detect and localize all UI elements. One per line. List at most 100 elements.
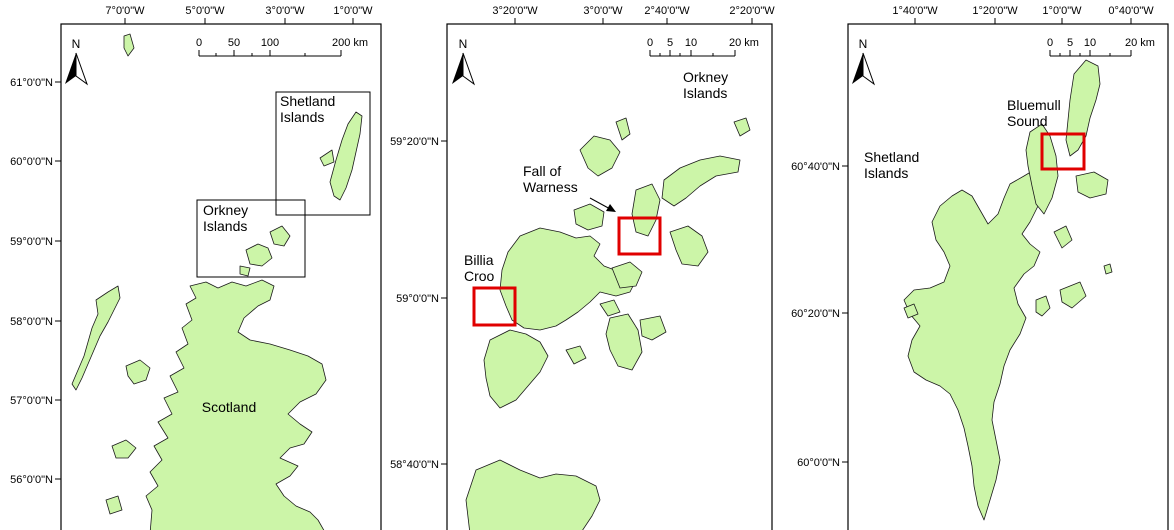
billia-croo-label: Billia [464,252,494,268]
orkney-label: Islands [683,85,727,101]
map-panel-shetland: 1°40'0"W 1°20'0"W 1°0'0"W 0°40'0"W 60°40… [791,5,1169,530]
orkney-mainland [245,243,273,267]
top-tick-label: 3°0'0"W [265,5,305,17]
arrow-icon [589,197,616,212]
north-arrow-icon: N [852,37,876,86]
orkney-label: Orkney [683,69,728,85]
left-tick-label: 60°20'0"N [791,308,840,320]
top-tick-label: 7°0'0"W [105,5,145,17]
top-tick-label: 2°20'0"W [729,5,775,17]
papa-stour [903,303,919,319]
north-arrow-icon: N [65,37,89,86]
top-tick-label: 5°0'0"W [185,5,225,17]
left-tick-label: 58°0'0"N [10,316,53,328]
scale-label: 0 [1047,37,1053,49]
scale-label: 0 [196,37,202,49]
land-layer [71,33,363,530]
top-tick-label: 2°40'0"W [644,5,690,17]
billia-croo-site-box [472,286,517,327]
westray [579,135,621,177]
east-islet [1059,281,1087,309]
north-arrow-icon: N [452,37,476,86]
hoy [483,329,549,409]
shetland-label: Shetland [280,93,335,109]
top-tick-label: 3°20'0"W [492,5,538,17]
stronsay [669,225,709,267]
north-ronaldsay [733,117,751,137]
orkney-label: Islands [203,218,247,234]
bluemull-sound-site-box [1040,132,1086,171]
left-tick-label: 60°0'0"N [10,156,53,168]
left-tick-label: 56°0'0"N [10,474,53,486]
left-tick-label: 59°0'0"N [396,293,439,305]
scotland-mainland [145,279,327,530]
fall-of-warness-label: Warness [523,179,578,195]
left-tick-label: 57°0'0"N [10,395,53,407]
scale-label: 20 km [729,37,759,49]
bressay [1035,295,1051,317]
left-tick-label: 61°0'0"N [10,77,53,89]
scale-label: 100 [261,37,279,49]
scale-label: 50 [228,37,240,49]
shetland-mainland [329,111,363,201]
scale-label: 5 [1067,37,1073,49]
top-tick-label: 3°0'0"W [583,5,623,17]
map-panel-orkney: 3°20'0"W 3°0'0"W 2°40'0"W 2°20'0"W 59°20… [390,5,775,530]
fall-of-warness-label: Fall of [523,163,561,179]
south-ronaldsay [605,313,643,371]
north-rona [123,33,135,57]
land-layer [465,117,751,530]
orkney-inset-box [196,199,306,278]
mull [111,439,137,459]
papa-westray [615,117,631,141]
shetland-inset-box [275,91,371,216]
whalsay [1053,225,1073,249]
top-tick-label: 1°0'0"W [1042,5,1082,17]
scale-label: 20 km [1125,37,1155,49]
shetland-label: Shetland [864,149,919,165]
scale-label: 10 [1084,37,1096,49]
bluemull-sound-label: Sound [1007,113,1047,129]
out-skerries [1103,263,1113,275]
sanday [661,155,741,207]
top-tick-label: 1°20'0"W [972,5,1018,17]
bluemull-sound-label: Bluemull [1007,97,1061,113]
left-tick-label: 60°40'0"N [791,161,840,173]
outer-hebrides [71,285,121,391]
north-label: N [72,37,81,51]
shetland-label: Islands [864,165,908,181]
map-panel-scotland: 7°0'0"W 5°0'0"W 3°0'0"W 1°0'0"W 61°0'0"N… [10,5,382,530]
scale-bar: 0 5 10 20 km [1047,37,1155,57]
islay [105,495,123,515]
scale-label: 10 [685,37,697,49]
orkney-north [269,225,291,247]
orkney-label: Orkney [203,202,248,218]
rousay [573,203,605,231]
top-tick-label: 1°40'0"W [892,5,938,17]
land-layer [903,59,1113,521]
billia-croo-label: Croo [464,268,495,284]
shetland-west [319,149,335,167]
scale-label: 200 km [332,37,368,49]
shetland-label: Islands [280,109,324,125]
shetland-mainland [903,169,1041,521]
orkney-hoy [239,265,251,277]
top-tick-label: 1°0'0"W [333,5,373,17]
burray [599,299,621,317]
top-tick-label: 0°40'0"W [1108,5,1154,17]
scale-label: 0 [647,37,653,49]
unst [1065,59,1101,157]
shapinsay [611,261,643,289]
fetlar [1075,171,1109,199]
caithness-coast [465,459,601,530]
fall-of-warness-site-box [617,216,662,256]
left-tick-label: 58°40'0"N [390,459,439,471]
scale-bar: 0 5 10 20 km [647,37,759,57]
east-island [639,315,667,341]
north-label: N [459,37,468,51]
scotland-label: Scotland [202,399,256,415]
north-label: N [859,37,868,51]
left-tick-label: 59°20'0"N [390,136,439,148]
orkney-mainland [499,227,637,331]
